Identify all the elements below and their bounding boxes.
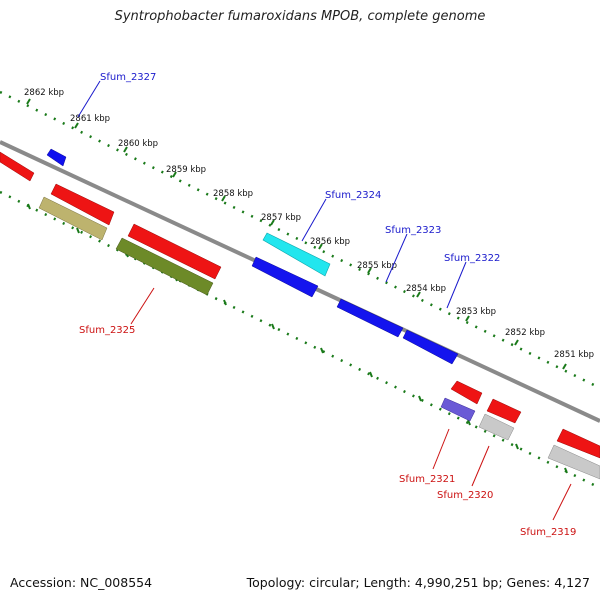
gene-label-sfum-2322: Sfum_2322 (444, 253, 500, 264)
gene-arrow-sfum-2327[interactable] (46, 148, 67, 167)
kbp-label-group: 2862 kbp 2861 kbp 2860 kbp 2859 kbp 2858… (24, 88, 594, 360)
gene-arrow-sfum-2324-lower[interactable] (251, 256, 319, 298)
kbp-label: 2855 kbp (357, 261, 397, 271)
gene-arrow-olive-1[interactable] (38, 196, 108, 241)
leader-sfum-2324 (301, 198, 327, 242)
leader-sfum-2322 (446, 261, 467, 309)
gene-label-sfum-2321: Sfum_2321 (399, 474, 455, 485)
leader-sfum-2321 (432, 428, 450, 470)
gene-label-sfum-2327: Sfum_2327 (100, 72, 156, 83)
inner-major-ticks (27, 203, 568, 474)
kbp-label: 2857 kbp (261, 213, 301, 223)
leader-sfum-2327 (77, 80, 101, 118)
leader-sfum-2320 (471, 445, 490, 487)
kbp-label: 2859 kbp (166, 165, 206, 175)
gene-label-sfum-2323: Sfum_2323 (385, 225, 441, 236)
kbp-label: 2860 kbp (118, 139, 158, 149)
gene-arrow-red-2[interactable] (127, 223, 222, 280)
kbp-label: 2854 kbp (406, 284, 446, 294)
kbp-label: 2861 kbp (70, 114, 110, 124)
leader-sfum-2323 (385, 233, 408, 283)
gene-arrow-sfum-2325[interactable] (115, 237, 214, 296)
gene-label-sfum-2319: Sfum_2319 (520, 527, 576, 538)
genome-title: Syntrophobacter fumaroxidans MPOB, compl… (114, 9, 486, 24)
gene-arrow-sfum-2319[interactable] (547, 444, 600, 480)
gene-arrow-left-edge[interactable] (0, 151, 35, 182)
gene-arrow-sfum-2320-red[interactable] (486, 398, 522, 424)
topology-text: Topology: circular; Length: 4,990,251 bp… (246, 575, 590, 590)
inner-tick-track (0, 190, 600, 490)
leader-sfum-2325 (130, 287, 155, 325)
gene-arrow-red-1[interactable] (50, 183, 115, 226)
gene-arrow-sfum-2322[interactable] (402, 329, 459, 365)
gene-leader-lines (77, 80, 572, 521)
gene-label-group: Sfum_2327 Sfum_2324 Sfum_2323 Sfum_2322 … (79, 72, 576, 538)
gene-arrow-sfum-2323[interactable] (336, 298, 404, 338)
forward-strand-genes (46, 148, 476, 422)
gene-label-sfum-2325: Sfum_2325 (79, 325, 135, 336)
gene-arrow-sfum-2321[interactable] (450, 380, 483, 405)
gene-label-sfum-2324: Sfum_2324 (325, 190, 381, 201)
outer-major-ticks (26, 98, 567, 370)
gene-label-sfum-2320: Sfum_2320 (437, 490, 493, 501)
kbp-label: 2851 kbp (554, 350, 594, 360)
leader-sfum-2319 (552, 483, 572, 521)
gene-arrow-sfum-2321-purple[interactable] (440, 397, 476, 422)
kbp-label: 2852 kbp (505, 328, 545, 338)
kbp-label: 2858 kbp (213, 189, 253, 199)
kbp-label: 2856 kbp (310, 237, 350, 247)
gene-arrow-sfum-2324[interactable] (262, 232, 331, 277)
reverse-strand-genes (0, 151, 600, 480)
gene-arrow-sfum-2320[interactable] (478, 413, 515, 441)
gene-arrow-sfum-2319-red[interactable] (556, 428, 600, 459)
accession-text: Accession: NC_008554 (10, 575, 153, 590)
kbp-label: 2862 kbp (24, 88, 64, 98)
kbp-label: 2853 kbp (456, 307, 496, 317)
outer-tick-track (0, 90, 600, 390)
